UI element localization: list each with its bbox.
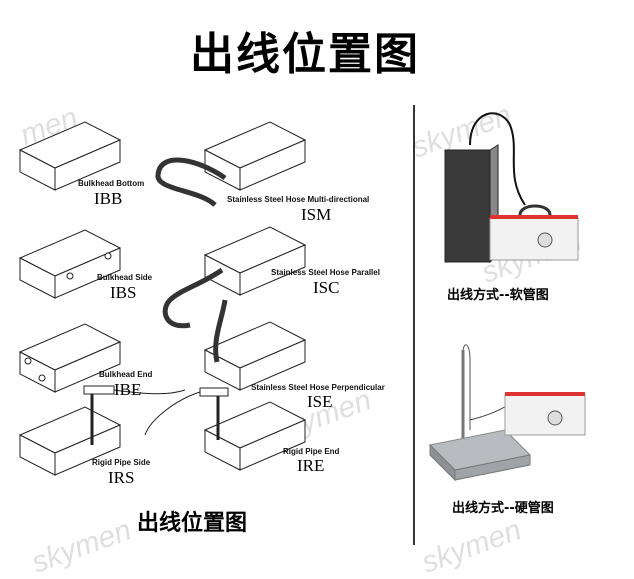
product-caption-flexible: 出线方式--软管图: [447, 288, 549, 303]
mount-code: ISC: [313, 278, 340, 297]
box-ism: [155, 121, 307, 207]
bottom-caption: 出线位置图: [137, 511, 248, 536]
product-caption-rigid: 出线方式--硬管图: [452, 501, 554, 516]
product-flexible-hose-photo: [444, 112, 579, 264]
product-rigid-pipe-photo: [428, 344, 586, 482]
mount-code: IBB: [94, 189, 123, 208]
box-ibe: [18, 323, 122, 393]
mount-code: IRE: [297, 456, 325, 475]
mount-label: Stainless Steel Hose Multi-directional: [227, 195, 370, 204]
box-ibb: [18, 121, 122, 191]
box-ise: [203, 299, 307, 391]
box-ibs: [18, 229, 122, 299]
mount-label: Stainless Steel Hose Perpendicular: [251, 383, 385, 392]
box-ire: [144, 387, 307, 471]
mount-label: Rigid Pipe Side: [92, 458, 151, 467]
page-title: 出线位置图: [190, 29, 420, 80]
divider: [413, 105, 415, 545]
mount-code: ISE: [307, 392, 333, 411]
box-isc: [162, 226, 307, 329]
mount-label: Bulkhead Side: [97, 273, 153, 282]
mount-code: IBS: [110, 283, 137, 302]
box-irs: [18, 385, 186, 476]
mount-label: Bulkhead Bottom: [78, 179, 145, 188]
mount-code: IRS: [108, 468, 135, 487]
mount-label: Rigid Pipe End: [283, 447, 340, 456]
mount-code: IBE: [114, 380, 142, 399]
mount-label: Stainless Steel Hose Parallel: [271, 268, 380, 277]
mount-code: ISM: [301, 205, 332, 224]
mount-label: Bulkhead End: [99, 370, 153, 379]
